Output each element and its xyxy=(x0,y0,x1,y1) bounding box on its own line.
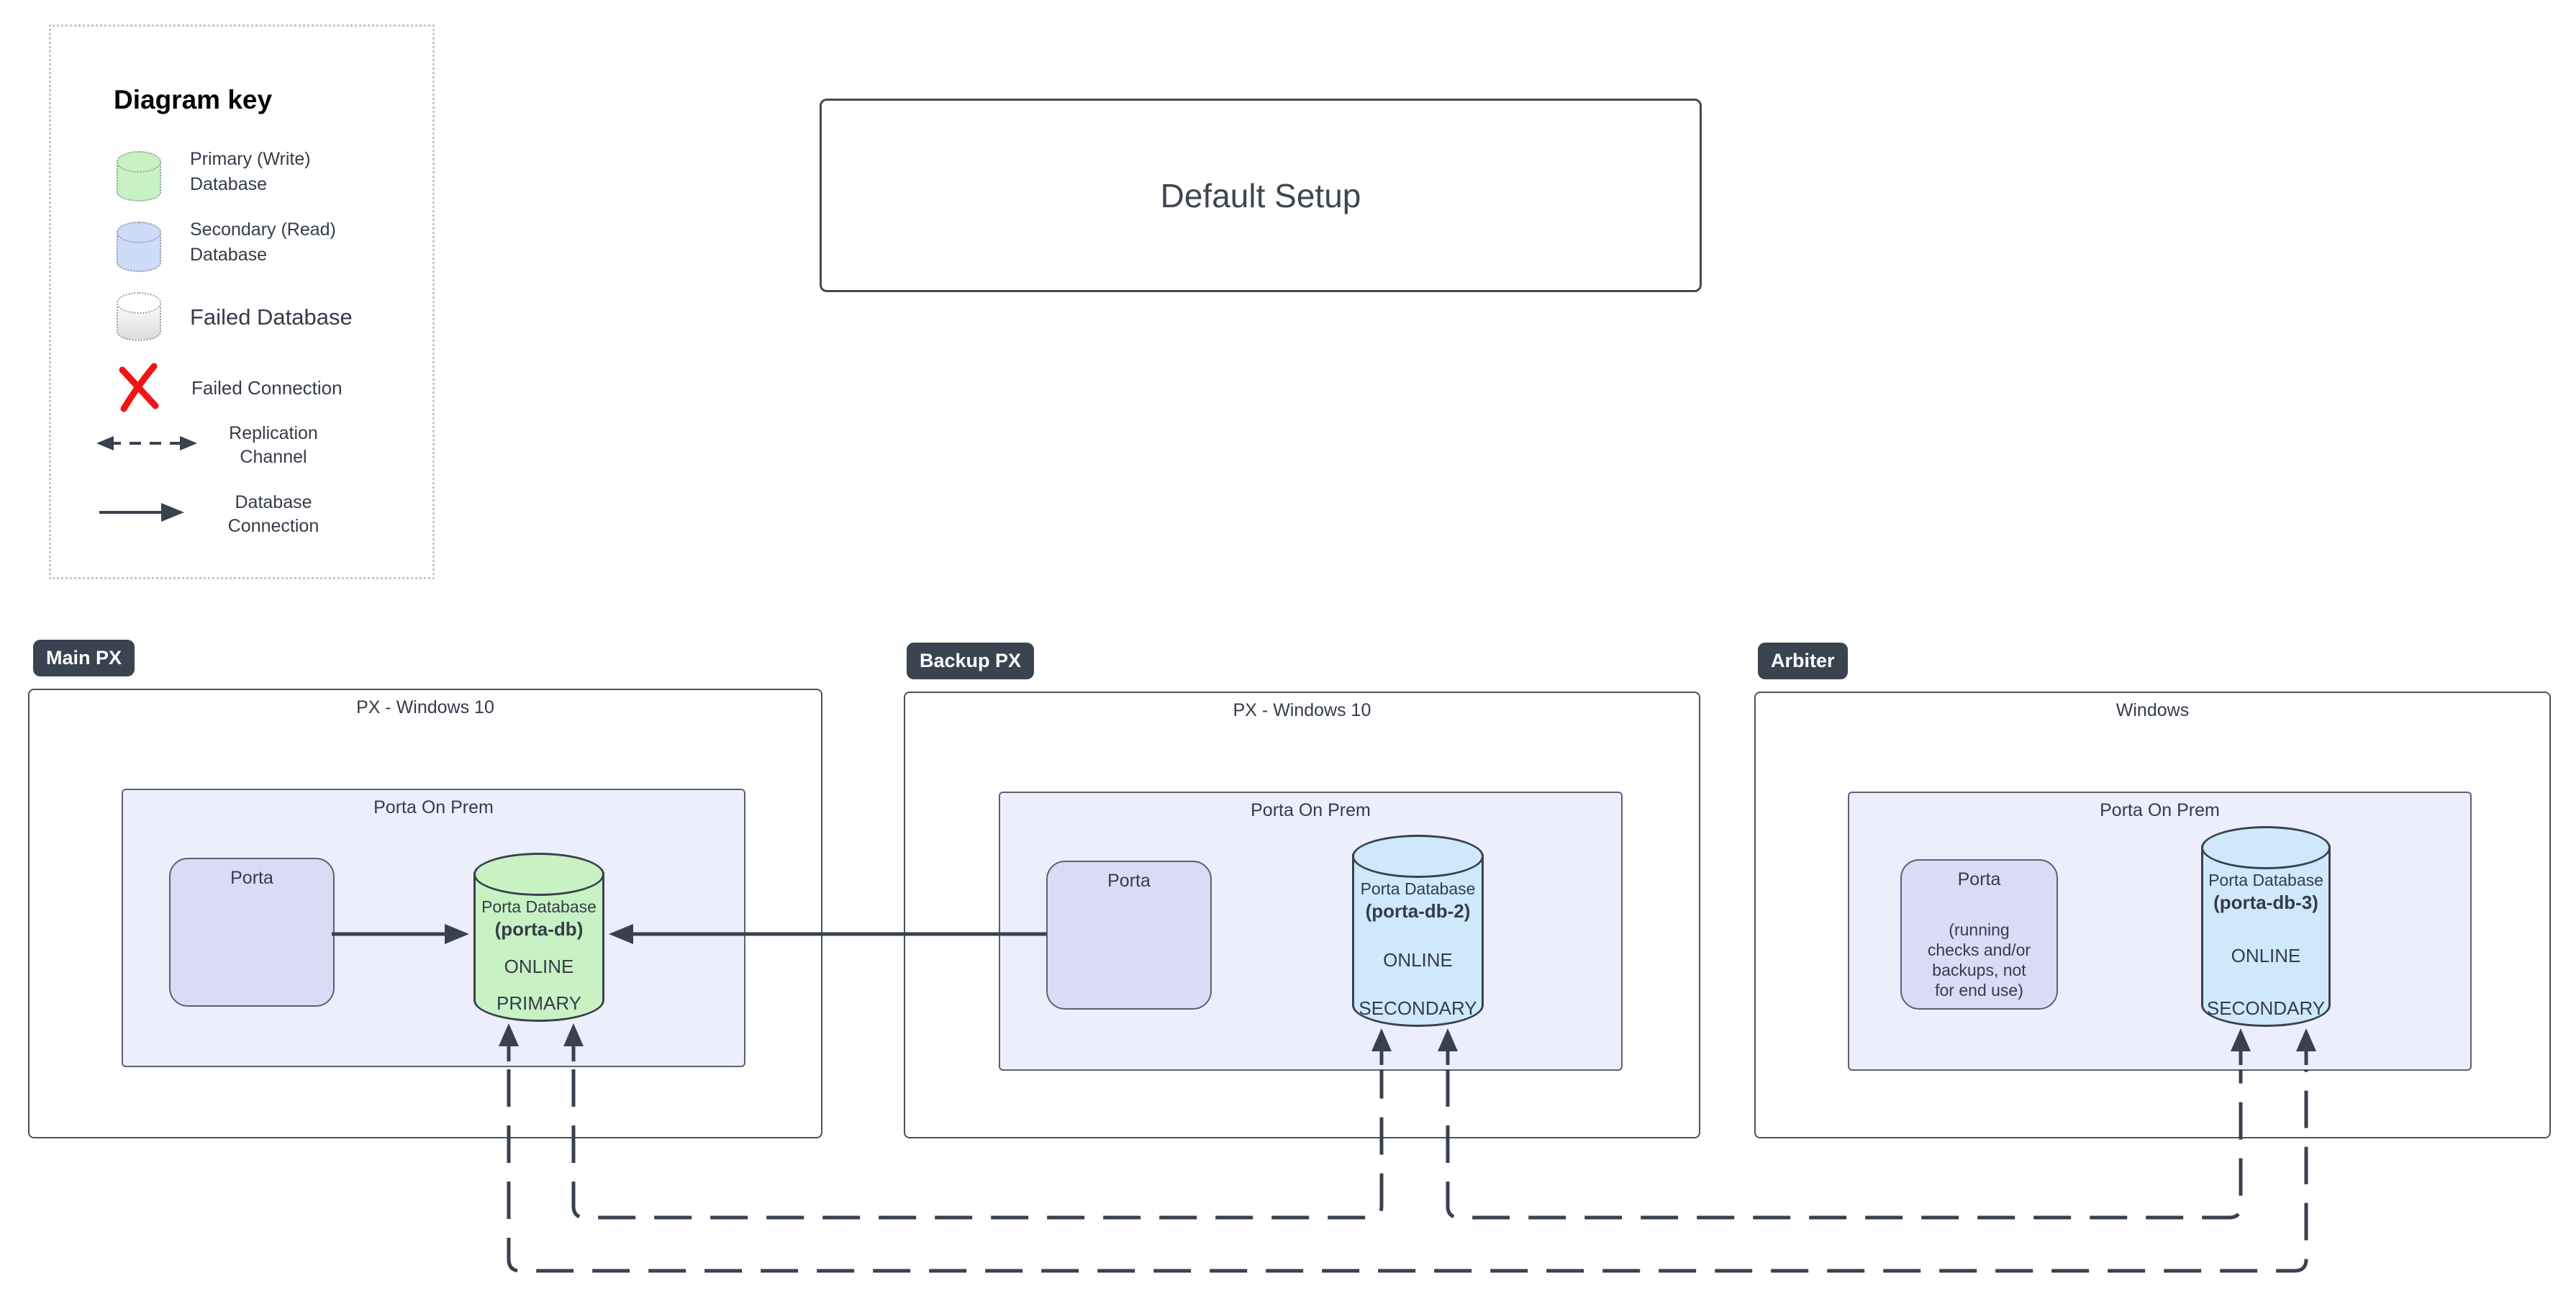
arbiter-db-role: SECONDARY xyxy=(2206,997,2326,1019)
main-px-badge: Main PX xyxy=(33,640,135,676)
main-db-title: Porta Database xyxy=(481,897,597,916)
arbiter-database-cylinder: Porta Database (porta-db-3) ONLINE SECON… xyxy=(2201,826,2331,1027)
backup-db-status: ONLINE xyxy=(1383,948,1453,971)
diagram-title: Default Setup xyxy=(1160,176,1361,214)
secondary-database-legend-label: Secondary (Read) Database xyxy=(190,219,336,265)
main-porta-label: Porta xyxy=(230,868,273,888)
secondary-database-icon xyxy=(117,222,161,272)
diagram-key-title: Diagram key xyxy=(114,85,273,114)
arbiter-badge: Arbiter xyxy=(1758,643,1848,679)
arbiter-db-title: Porta Database xyxy=(2208,871,2323,889)
diagram-key-panel xyxy=(49,24,435,579)
failed-database-icon xyxy=(117,292,161,341)
main-database-cylinder: Porta Database (porta-db) ONLINE PRIMARY xyxy=(473,853,604,1022)
diagram-title-box: Default Setup xyxy=(820,99,1702,292)
primary-database-legend-label: Primary (Write) Database xyxy=(190,149,311,194)
arbiter-porta-box: Porta (running checks and/or backups, no… xyxy=(1900,859,2058,1010)
backup-porta-label: Porta xyxy=(1107,871,1151,891)
arbiter-porta-note: (running checks and/or backups, not for … xyxy=(1927,920,2031,1000)
backup-db-title: Porta Database xyxy=(1360,879,1476,898)
replication-channel-legend-label: Replication Channel xyxy=(229,423,318,467)
backup-database-cylinder: Porta Database (porta-db-2) ONLINE SECON… xyxy=(1352,835,1484,1027)
backup-px-badge: Backup PX xyxy=(907,643,1035,679)
backup-db-role: SECONDARY xyxy=(1359,997,1477,1019)
arbiter-os-label: Windows xyxy=(2115,700,2190,720)
main-zone-label: Porta On Prem xyxy=(373,797,494,817)
failed-database-legend-label: Failed Database xyxy=(190,304,353,330)
arbiter-db-name: (porta-db-3) xyxy=(2213,892,2318,913)
main-db-name: (porta-db) xyxy=(494,918,584,940)
arbiter-porta-label: Porta xyxy=(1957,869,2001,889)
arbiter-db-status: ONLINE xyxy=(2231,944,2301,966)
database-connection-legend-label: Database Connection xyxy=(227,492,319,536)
primary-database-icon xyxy=(117,151,161,201)
main-px-os-label: PX - Windows 10 xyxy=(356,697,494,717)
main-db-role: PRIMARY xyxy=(496,992,581,1014)
backup-db-name: (porta-db-2) xyxy=(1365,900,1471,922)
main-db-status: ONLINE xyxy=(504,955,574,977)
backup-zone-label: Porta On Prem xyxy=(1251,800,1371,820)
failed-connection-legend-label: Failed Connection xyxy=(191,377,343,399)
backup-porta-box: Porta xyxy=(1046,861,1212,1010)
backup-px-os-label: PX - Windows 10 xyxy=(1233,700,1371,720)
main-porta-box: Porta xyxy=(169,858,335,1007)
arbiter-zone-label: Porta On Prem xyxy=(2100,800,2220,820)
